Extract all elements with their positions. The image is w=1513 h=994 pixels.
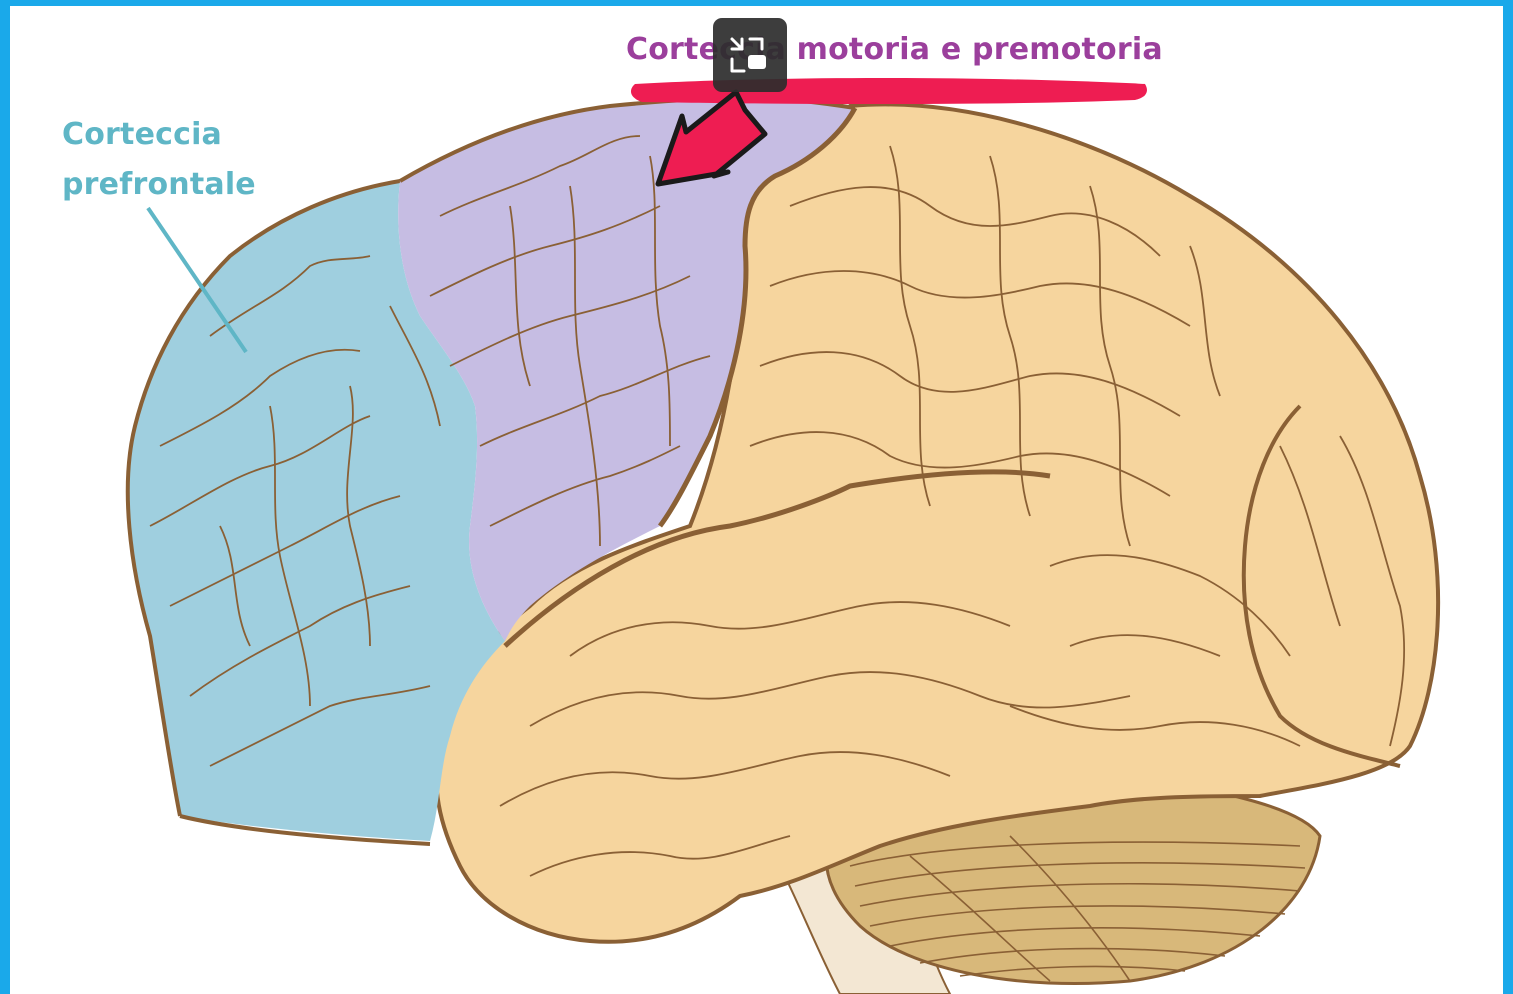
- exit-fullscreen-button[interactable]: [713, 18, 787, 92]
- prefrontal-label: Corteccia prefrontale: [62, 110, 256, 210]
- prefrontal-label-line2: prefrontale: [62, 160, 256, 210]
- prefrontal-label-line1: Corteccia: [62, 110, 256, 160]
- diagram-frame: Corteccia prefrontale Corteccia motoria …: [10, 6, 1503, 994]
- motor-premotor-label: Corteccia motoria e premotoria: [626, 32, 1163, 67]
- red-underline: [631, 78, 1147, 104]
- exit-fullscreen-icon: [728, 35, 772, 75]
